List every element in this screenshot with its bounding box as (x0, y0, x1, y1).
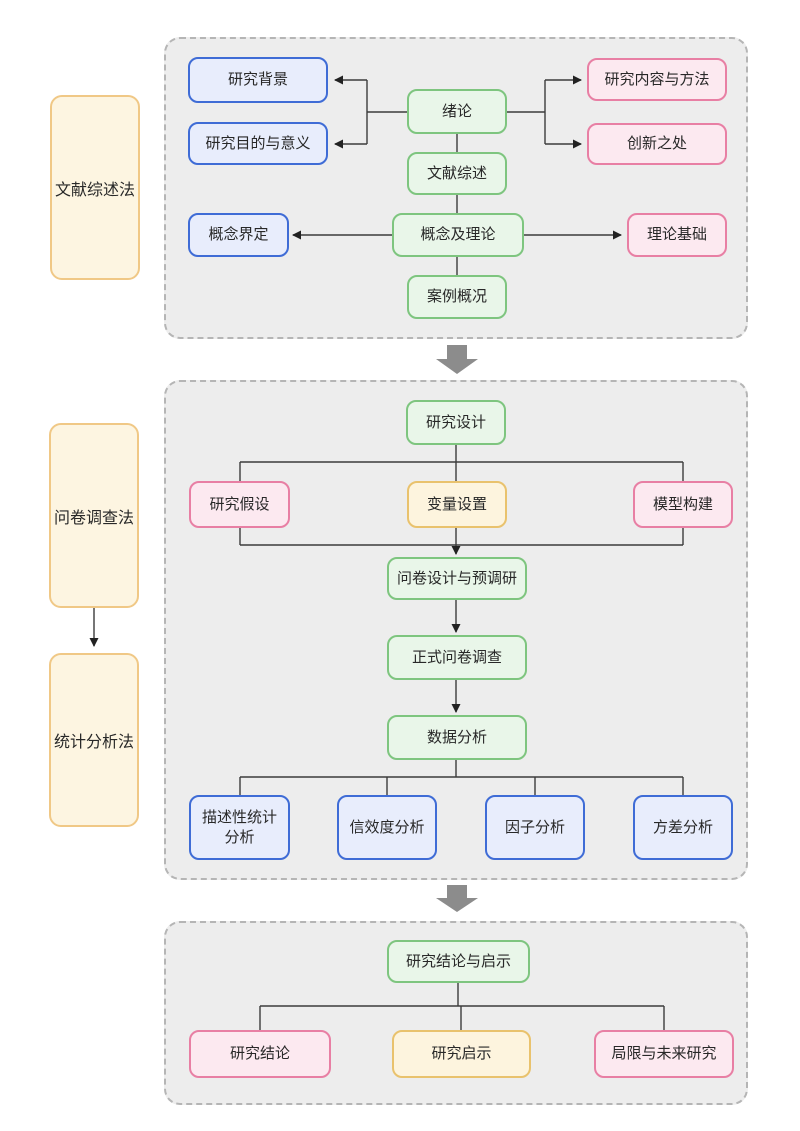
node-research-background: 研究背景 (188, 57, 328, 103)
node-descriptive-statistics: 描述性统计分析 (189, 795, 290, 860)
node-research-implications: 研究启示 (392, 1030, 531, 1078)
node-research-purpose: 研究目的与意义 (188, 122, 328, 165)
node-model-building: 模型构建 (633, 481, 733, 528)
sidebar-method-statistical-analysis: 统计分析法 (49, 653, 139, 827)
node-innovations: 创新之处 (587, 123, 727, 165)
node-content-and-methods: 研究内容与方法 (587, 58, 727, 101)
section-arrow-1-icon (436, 345, 478, 374)
node-variance-analysis: 方差分析 (633, 795, 733, 860)
node-questionnaire-design-presurvey: 问卷设计与预调研 (387, 557, 527, 600)
section-arrow-2-icon (436, 885, 478, 912)
node-data-analysis: 数据分析 (387, 715, 527, 760)
sidebar-method-literature-review: 文献综述法 (50, 95, 140, 280)
node-theoretical-basis: 理论基础 (627, 213, 727, 257)
node-concept-definition: 概念界定 (188, 213, 289, 257)
node-literature-review: 文献综述 (407, 152, 507, 195)
node-factor-analysis: 因子分析 (485, 795, 585, 860)
node-reliability-validity: 信效度分析 (337, 795, 437, 860)
sidebar-method-questionnaire: 问卷调查法 (49, 423, 139, 608)
node-conclusions-and-implications: 研究结论与启示 (387, 940, 530, 983)
node-research-design: 研究设计 (406, 400, 506, 445)
node-variable-setting: 变量设置 (407, 481, 507, 528)
node-introduction: 绪论 (407, 89, 507, 134)
node-case-overview: 案例概况 (407, 275, 507, 319)
node-concepts-and-theory: 概念及理论 (392, 213, 524, 257)
node-research-conclusions: 研究结论 (189, 1030, 331, 1078)
node-formal-survey: 正式问卷调查 (387, 635, 527, 680)
node-limitations-future-research: 局限与未来研究 (594, 1030, 734, 1078)
node-research-hypothesis: 研究假设 (189, 481, 290, 528)
